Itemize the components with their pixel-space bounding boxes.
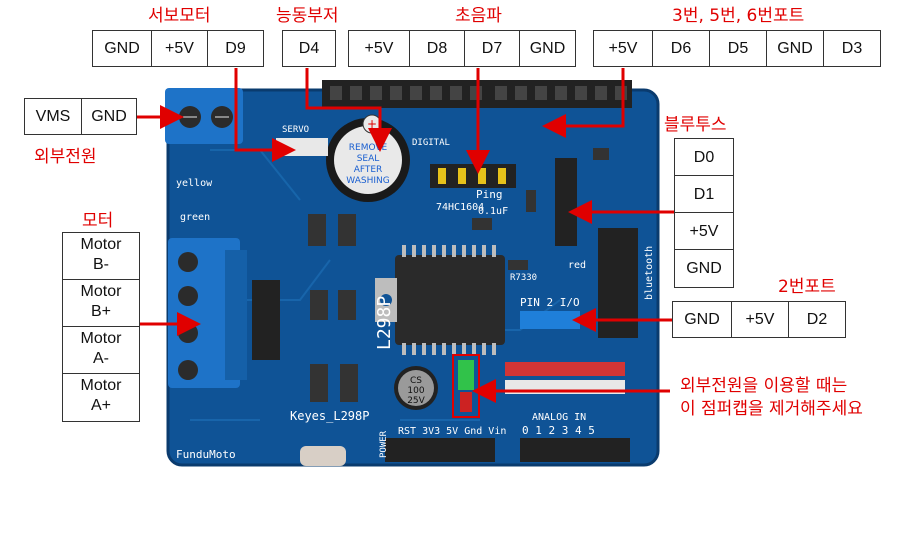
buzzer-pin-table: D4 <box>282 30 336 67</box>
silk-servo: SERVO <box>282 125 309 135</box>
label-bluetooth: 블루투스 <box>664 115 727 135</box>
svg-text:WASHING: WASHING <box>346 176 389 186</box>
silk-fundu: FunduMoto <box>176 448 236 461</box>
pin-cell: GND <box>686 260 722 277</box>
svg-text:AFTER: AFTER <box>354 165 383 175</box>
svg-text:+: + <box>367 117 377 131</box>
pin-cell: +5V <box>731 301 789 338</box>
silk-pin2io: PIN 2 I/O <box>520 296 580 309</box>
silk-green: green <box>180 212 210 223</box>
label-motor: 모터 <box>82 211 114 231</box>
motor-pin-table: Motor B- Motor B+ Motor A- Motor A+ <box>62 232 140 422</box>
servo-pin-table: GND +5V D9 <box>92 30 264 67</box>
pin-cell: +5V <box>151 30 208 67</box>
power-terminal <box>165 88 243 144</box>
silk-power: POWER <box>379 430 389 458</box>
silk-power-pins: RST 3V3 5V Gnd Vin <box>398 426 506 437</box>
pin-cell: +5V <box>348 30 410 67</box>
silk-brand: Keyes_L298P <box>290 409 369 423</box>
pin-cell: D6 <box>652 30 710 67</box>
silk-yellow: yellow <box>176 178 213 189</box>
pin-cell: D8 <box>409 30 465 67</box>
port356-pin-table: +5V D6 D5 GND D3 <box>593 30 881 67</box>
silk-74hc: 74HC1604 <box>436 202 484 213</box>
pin-cell: +5V <box>675 213 733 250</box>
pin-cell: GND <box>766 30 824 67</box>
silk-digital: DIGITAL <box>412 138 450 148</box>
label-ultrasonic: 초음파 <box>455 6 502 26</box>
arrows <box>136 68 676 403</box>
pin-cell: D7 <box>464 30 520 67</box>
pin-cell: D2 <box>788 301 846 338</box>
label-port2: 2번포트 <box>778 277 836 297</box>
silk-r7330: R7330 <box>510 273 537 283</box>
pin-cell: VMS <box>24 98 82 135</box>
ultrasonic-header <box>430 164 516 188</box>
pin-cell: GND <box>92 30 152 67</box>
silk-cap01: 0.1uF <box>478 206 508 217</box>
silk-analog: ANALOG IN <box>532 412 586 423</box>
silk-l298p: L298P <box>374 296 395 350</box>
label-buzzer: 능동부저 <box>276 6 339 26</box>
label-jumper-note-1: 외부전원을 이용할 때는 <box>680 376 848 396</box>
silk-analog-nums: 0 1 2 3 4 5 <box>522 424 595 437</box>
label-external-power: 외부전원 <box>34 147 97 167</box>
pin-cell: GND <box>81 98 137 135</box>
pin-cell: D5 <box>709 30 767 67</box>
ultrasonic-pin-table: +5V D8 D7 GND <box>348 30 576 67</box>
svg-text:SEAL: SEAL <box>357 154 380 164</box>
silk-red: red <box>568 260 586 271</box>
svg-text:100: 100 <box>407 386 424 396</box>
pin-cell: Motor A+ <box>80 377 122 414</box>
label-servo: 서보모터 <box>148 6 211 26</box>
pin-cell: GND <box>519 30 576 67</box>
silk-ping: Ping <box>476 188 503 201</box>
power-pin-table: VMS GND <box>24 98 137 135</box>
bluetooth-pin-table: D0 D1 +5V GND <box>674 138 734 288</box>
l298p-chip <box>375 245 505 355</box>
pin-cell: D1 <box>675 176 733 213</box>
silk-bluetooth: bluetooth <box>644 246 655 300</box>
pin-cell: Motor A- <box>63 327 139 374</box>
label-ports356: 3번, 5번, 6번포트 <box>672 6 805 26</box>
capacitor <box>394 366 438 410</box>
pin-cell: D4 <box>282 30 336 67</box>
pin-cell: D0 <box>675 139 733 176</box>
pin-cell: D9 <box>207 30 264 67</box>
cap-text: CS 100 25V <box>407 376 425 406</box>
pin-cell: +5V <box>593 30 653 67</box>
pin-cell: GND <box>672 301 732 338</box>
pin-cell: Motor B+ <box>63 280 139 327</box>
svg-text:25V: 25V <box>407 396 425 406</box>
pin-cell: Motor B- <box>63 233 139 280</box>
label-jumper-note-2: 이 점퍼캡을 제거해주세요 <box>680 399 863 419</box>
svg-text:CS: CS <box>410 376 422 386</box>
pin-cell: D3 <box>823 30 881 67</box>
motor-terminal <box>168 238 247 388</box>
port2-pin-table: GND +5V D2 <box>672 301 846 338</box>
svg-text:REMOVE: REMOVE <box>349 143 388 153</box>
